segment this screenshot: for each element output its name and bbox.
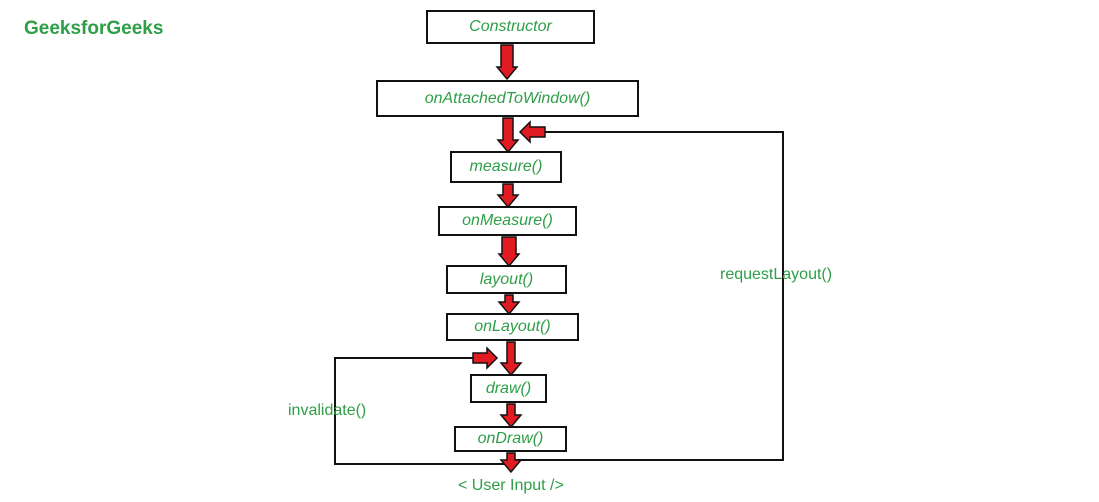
brand-logo: GeeksforGeeks: [24, 18, 164, 39]
request-layout-loop-line: [511, 131, 784, 461]
node-on-measure-label: onMeasure(): [462, 212, 553, 229]
invalidate-loop-line: [334, 357, 511, 465]
arrow-request-layout-entry: [518, 120, 546, 144]
node-constructor-label: Constructor: [469, 18, 552, 35]
arrow-constructor-to-attached: [495, 44, 519, 81]
arrow-invalidate-entry: [472, 346, 499, 370]
arrow-measure-to-onmeasure: [496, 183, 520, 209]
invalidate-label: invalidate(): [288, 402, 367, 419]
node-layout-label: layout(): [479, 270, 534, 288]
node-draw: draw(): [470, 374, 547, 403]
node-draw-label: draw(): [485, 379, 532, 397]
request-layout-label: requestLayout(): [720, 266, 833, 283]
node-layout: layout(): [446, 265, 567, 294]
node-on-draw: onDraw(): [454, 426, 567, 452]
node-on-layout: onLayout(): [446, 313, 579, 341]
arrow-layout-to-onlayout: [497, 294, 521, 316]
arrow-attached-to-measure: [496, 117, 520, 154]
node-on-measure: onMeasure(): [438, 206, 577, 236]
node-on-draw-label: onDraw(): [477, 430, 544, 447]
user-input-label: < User Input />: [458, 477, 564, 494]
node-on-layout-label: onLayout(): [474, 318, 551, 335]
node-on-attached-to-window: onAttachedToWindow(): [376, 80, 639, 117]
node-measure-label: measure(): [469, 158, 543, 175]
arrow-ondraw-to-user-input: [499, 452, 523, 474]
arrow-draw-to-ondraw: [499, 403, 523, 429]
node-constructor: Constructor: [426, 10, 595, 44]
arrow-onlayout-to-draw: [499, 341, 523, 377]
arrow-onmeasure-to-layout: [497, 236, 521, 268]
node-measure: measure(): [450, 151, 562, 183]
node-on-attached-to-window-label: onAttachedToWindow(): [424, 89, 591, 107]
